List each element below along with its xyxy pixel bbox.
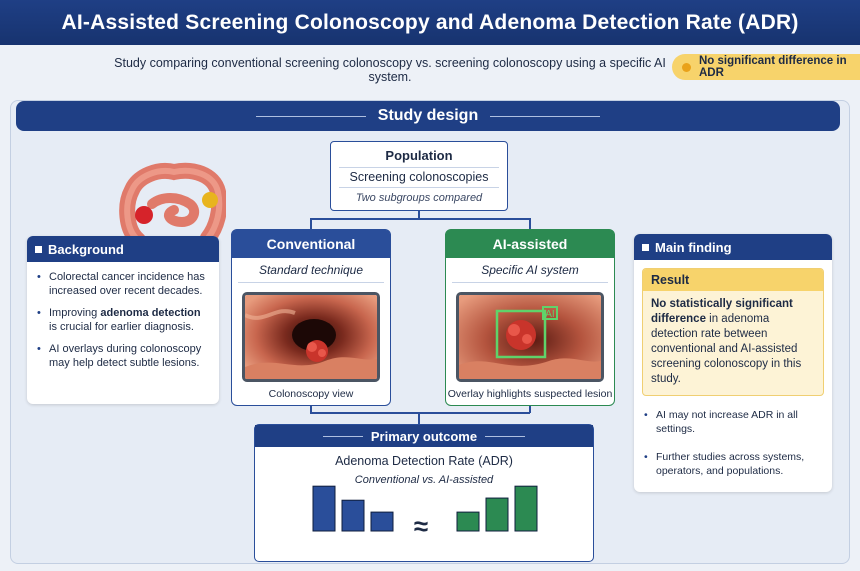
ai-overlay-label: AI: [545, 309, 554, 320]
ai-colonoscopy-view-icon: AI: [459, 295, 601, 379]
finding-list: AI may not increase ADR in all settings.…: [634, 396, 832, 478]
list-item-text: is crucial for earlier diagnosis.: [49, 321, 194, 333]
connector-outcome-horizontal: [310, 412, 530, 414]
conventional-subtitle: Standard technique: [238, 258, 384, 283]
badge-label: No significant difference in ADR: [699, 55, 847, 79]
list-item: Colorectal cancer incidence has increase…: [37, 270, 211, 298]
background-card: Background Colorectal cancer incidence h…: [27, 236, 219, 404]
list-item-emphasis: adenoma detection: [100, 307, 201, 319]
ai-overlay-image: AI: [456, 292, 604, 382]
connector-right-arm: [529, 218, 531, 230]
bar: [312, 485, 336, 532]
connector-population-down: [418, 211, 420, 219]
conventional-caption: Colonoscopy view: [268, 388, 354, 400]
population-detail: Screening colonoscopies: [339, 167, 499, 188]
ai-caption: Overlay highlights suspected lesion: [447, 388, 613, 400]
colon-illustration-icon: [119, 162, 226, 248]
population-note: Two subgroups compared: [355, 192, 483, 204]
ai-assisted-bars: [456, 485, 538, 532]
population-box: Population Screening colonoscopies Two s…: [330, 141, 508, 211]
background-list: Colorectal cancer incidence has increase…: [27, 262, 219, 370]
conclusion-badge: No significant difference in ADR: [672, 54, 860, 80]
list-item: AI overlays during colonoscopy may help …: [37, 342, 211, 370]
colonoscopy-view-image: [242, 292, 380, 382]
connector-left-arm: [310, 218, 312, 230]
list-item: AI may not increase ADR in all settings.: [644, 408, 824, 436]
main-finding-card: Main finding Result No statistically sig…: [634, 234, 832, 492]
connector-outcome-down: [418, 412, 420, 424]
bar: [485, 497, 509, 532]
adr-bar-chart: ≈: [312, 485, 538, 541]
result-title: Result: [643, 269, 823, 291]
conventional-title: Conventional: [232, 230, 390, 258]
approx-equal-symbol: ≈: [414, 511, 428, 541]
conventional-bars: [312, 485, 394, 532]
result-text: No statistically significant difference …: [643, 291, 823, 393]
page-subtitle: Study comparing conventional screening c…: [114, 56, 666, 84]
bar: [514, 485, 538, 532]
ai-subtitle: Specific AI system: [452, 258, 608, 283]
list-item: Improving adenoma detection is crucial f…: [37, 306, 211, 334]
bar: [341, 499, 365, 532]
connector-outcome-left: [310, 406, 312, 413]
badge-dot-icon: [682, 62, 691, 72]
outcome-rule-right: [485, 435, 526, 437]
primary-outcome-header: Primary outcome: [255, 425, 593, 447]
result-rest: in adenoma detection rate between conven…: [651, 313, 802, 385]
bar: [456, 511, 480, 532]
outcome-rule-left: [322, 435, 363, 437]
outcome-comparison: Conventional vs. AI-assisted: [354, 474, 494, 486]
ai-title: AI-assisted: [446, 230, 614, 258]
header-rule-right: [490, 115, 601, 117]
background-title: Background: [48, 241, 124, 257]
primary-outcome-box: Primary outcome Adenoma Detection Rate (…: [254, 424, 594, 562]
main-finding-header: Main finding: [634, 234, 832, 260]
population-title: Population: [385, 148, 453, 163]
outcome-measure: Adenoma Detection Rate (ADR): [335, 454, 513, 468]
result-box: Result No statistically significant diff…: [642, 268, 824, 396]
page-title: AI-Assisted Screening Colonoscopy and Ad…: [0, 0, 860, 45]
header-rule-left: [255, 115, 366, 117]
study-design-title: Study design: [377, 107, 479, 124]
list-item: Further studies across systems, operator…: [644, 450, 824, 478]
bar: [370, 511, 394, 532]
connector-outcome-right: [529, 406, 531, 413]
square-bullet-icon: [642, 243, 649, 251]
list-item-text: Improving: [49, 307, 101, 319]
main-finding-title: Main finding: [655, 239, 732, 255]
study-design-header: Study design: [16, 101, 840, 131]
conventional-arm-card: Conventional Standard technique Colonosc…: [231, 229, 391, 406]
result-emphasis: No statistically significant difference: [651, 298, 793, 325]
square-bullet-icon: [35, 245, 42, 253]
primary-outcome-title: Primary outcome: [370, 428, 478, 444]
background-header: Background: [27, 236, 219, 262]
connector-horizontal: [310, 218, 530, 220]
colonoscopy-view-icon: [245, 295, 377, 379]
ai-arm-card: AI-assisted Specific AI system AI Overla…: [445, 229, 615, 406]
